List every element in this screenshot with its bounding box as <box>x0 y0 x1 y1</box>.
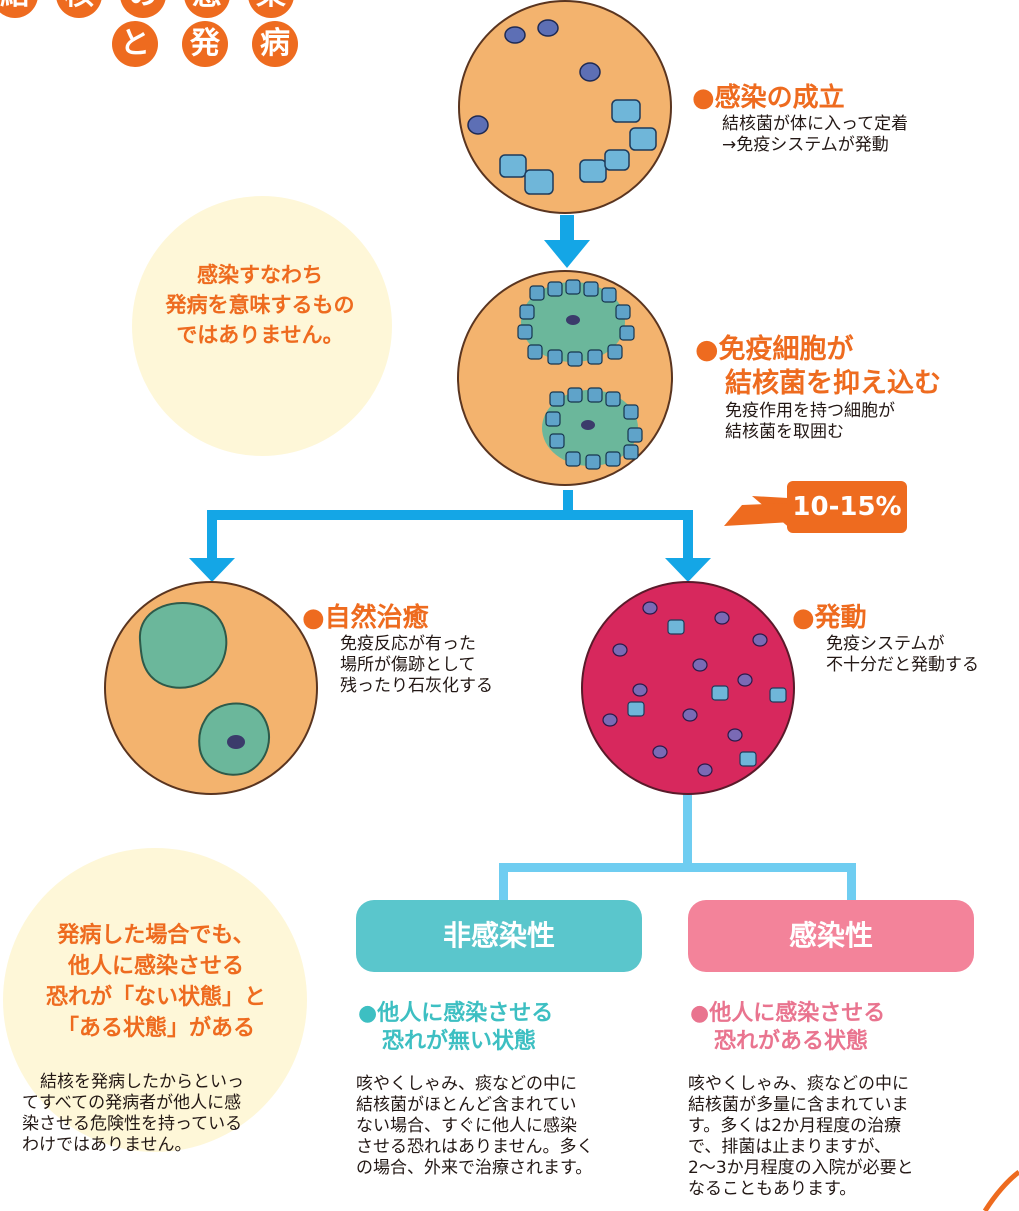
title-char: 結 <box>0 0 38 18</box>
noninfectious-badge: 非感染性 <box>356 900 642 972</box>
infectious-heading2: 恐れがある状態 <box>714 1029 869 1054</box>
noninfectious-heading2: 恐れが無い状態 <box>382 1029 537 1054</box>
step-contain: ●免疫細胞が 結核菌を抑え込む 免疫作用を持つ細胞が 結核菌を取囲む <box>695 333 941 443</box>
step-contain-heading2: 結核菌を抑え込む <box>725 368 941 399</box>
noninfectious-heading: ●他人に感染させる 恐れが無い状態 <box>358 1000 553 1056</box>
noninfectious-line2: 結核菌がほとんど含まれてい <box>356 1095 577 1115</box>
circle-onset <box>581 581 795 795</box>
bubble-top-text: 感染すなわち 発病を意味するもの ではありません。 <box>120 260 400 350</box>
intro-line4: わけではありません。 <box>22 1135 192 1155</box>
infectious-heading: ●他人に感染させる 恐れがある状態 <box>690 1000 885 1056</box>
title-char: 感 <box>184 0 230 18</box>
step-infection: ●感染の成立 結核菌が体に入って定着 →免疫システムが発動 <box>692 82 908 156</box>
bubble-bottom-text: 発病した場合でも、 他人に感染させる 恐れが「ない状態」と 「ある状態」がある <box>0 920 312 1044</box>
circle-contain <box>457 270 673 486</box>
title-char: 病 <box>252 21 298 67</box>
title-char: の <box>120 0 166 18</box>
step-onset-heading: ●発動 <box>792 603 867 633</box>
infectious-badge: 感染性 <box>688 900 974 972</box>
intro-paragraph: 結核を発病したからといっ てすべての発病者が他人に感 染させる危険性を持っている… <box>22 1072 322 1156</box>
step-onset-line1: 免疫システムが <box>826 634 945 654</box>
infectious-line6: なることもあります。 <box>688 1179 857 1199</box>
step-heal-line1: 免疫反応が有った <box>340 634 476 654</box>
cream-bubble-bottom <box>3 848 307 1152</box>
step-heal-heading: ●自然治癒 <box>302 603 429 633</box>
immune-cell-icon <box>499 99 657 195</box>
bacteria-icon <box>227 735 245 749</box>
title-char: 核 <box>56 0 102 18</box>
infectious-line5: 2〜3か月程度の入院が必要と <box>688 1158 914 1178</box>
noninfectious-line1: 咳やくしゃみ、痰などの中に <box>356 1074 577 1094</box>
split-stem <box>563 490 573 516</box>
step-contain-line2: 結核菌を取囲む <box>725 422 844 442</box>
bubble-bottom-line2: 他人に感染させる <box>67 954 244 979</box>
step-infection-line1: 結核菌が体に入って定着 <box>722 114 909 134</box>
bubble-top-line3: ではありません。 <box>176 323 344 347</box>
bubble-bottom-line1: 発病した場合でも、 <box>57 923 255 948</box>
split-right-head <box>665 558 711 582</box>
noninfectious-line4: させる恐れはありません。多く <box>356 1137 594 1157</box>
bacteria-icon <box>602 601 768 777</box>
intro-line2: てすべての発病者が他人に感 <box>22 1093 242 1113</box>
step-infection-line2: →免疫システムが発動 <box>722 135 889 155</box>
title-char: と <box>112 21 158 67</box>
circle-heal <box>104 581 318 795</box>
step-contain-heading1: ●免疫細胞が <box>695 334 854 365</box>
infectious-line1: 咳やくしゃみ、痰などの中に <box>688 1074 909 1094</box>
title-char: 染 <box>248 0 294 18</box>
lower-left-drop <box>499 863 508 901</box>
intro-line3: 染させる危険性を持っている <box>22 1114 243 1134</box>
cream-bubble-top <box>132 196 392 456</box>
bubble-top-line2: 発病を意味するもの <box>165 293 355 317</box>
step-onset-line2: 不十分だと発動する <box>826 655 979 675</box>
noninfectious-line5: の場合、外来で治療されます。 <box>356 1158 593 1178</box>
bacteria-icon <box>566 315 595 430</box>
bubble-top-line1: 感染すなわち <box>197 263 323 287</box>
split-left-shaft <box>207 510 217 564</box>
step-heal-line3: 残ったり石灰化する <box>340 676 493 696</box>
noninfectious-heading1: ●他人に感染させる <box>358 1001 554 1026</box>
infectious-line2: 結核菌が多量に含まれていま <box>688 1095 909 1115</box>
step-contain-line1: 免疫作用を持つ細胞が <box>725 401 895 421</box>
lower-right-drop <box>847 863 856 901</box>
split-bar <box>207 510 693 520</box>
noninfectious-paragraph: 咳やくしゃみ、痰などの中に 結核菌がほとんど含まれてい ない場合、すぐに他人に感… <box>356 1074 656 1179</box>
step-heal-line2: 場所が傷跡として <box>340 655 476 675</box>
step-infection-heading: ●感染の成立 <box>692 83 845 113</box>
step-heal: ●自然治癒 免疫反応が有った 場所が傷跡として 残ったり石灰化する <box>302 602 493 697</box>
lower-stem <box>683 780 692 872</box>
arrow-head-1 <box>544 240 590 268</box>
infectious-paragraph: 咳やくしゃみ、痰などの中に 結核菌が多量に含まれていま す。多くは2か月程度の治… <box>688 1074 988 1200</box>
step-onset: ●発動 免疫システムが 不十分だと発動する <box>792 602 979 676</box>
callout-pointer-base <box>724 503 792 526</box>
percent-callout: 10-15% <box>787 481 907 533</box>
bacteria-icon <box>467 19 601 135</box>
title-char: 発 <box>182 21 228 67</box>
arrow-shaft-1 <box>560 215 574 245</box>
infectious-heading1: ●他人に感染させる <box>690 1001 886 1026</box>
noninfectious-line3: ない場合、すぐに他人に感染 <box>356 1116 577 1136</box>
split-left-head <box>189 558 235 582</box>
lower-bar <box>499 863 856 872</box>
intro-line1: 結核を発病したからといっ <box>40 1072 244 1092</box>
bubble-bottom-line3: 恐れが「ない状態」と <box>45 985 266 1010</box>
bubble-bottom-line4: 「ある状態」がある <box>56 1016 255 1041</box>
circle-infection <box>458 0 672 214</box>
immune-cell-icon <box>517 279 643 470</box>
infectious-line4: で、排菌は止まりますが、 <box>688 1137 891 1157</box>
infectious-line3: す。多くは2か月程度の治療 <box>688 1116 902 1136</box>
immune-cell-icon <box>627 619 787 767</box>
decor-swoosh <box>982 1169 1019 1211</box>
split-right-shaft <box>683 510 693 564</box>
